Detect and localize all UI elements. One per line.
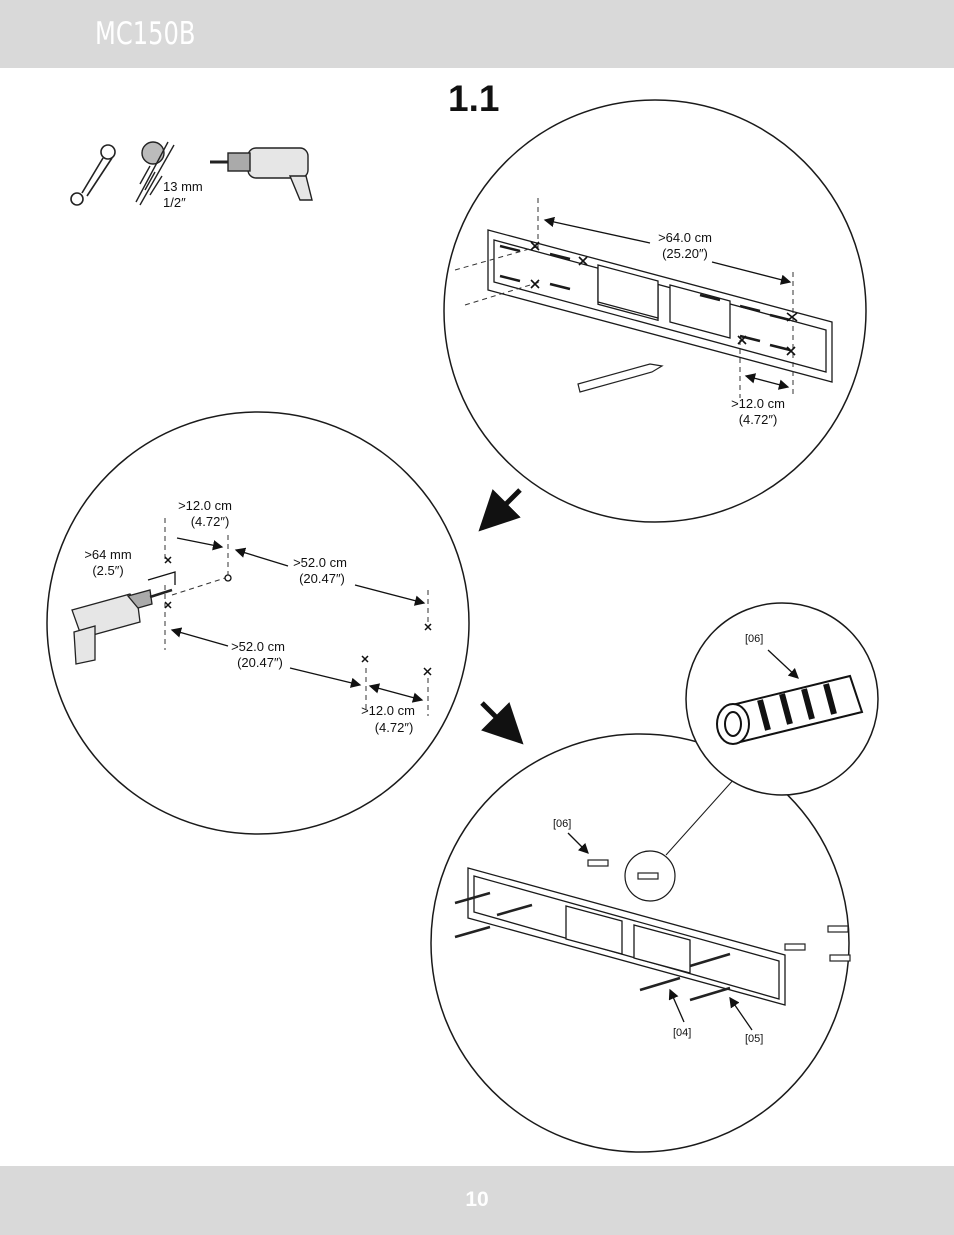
bit-size-mm: 13 mm bbox=[163, 179, 203, 194]
anchor-label-06: [06] bbox=[553, 818, 572, 830]
dim-arrow-top-left bbox=[543, 216, 651, 244]
left-lower-span-cm: >52.0 cm bbox=[231, 639, 285, 654]
depth-stop-bracket bbox=[147, 571, 176, 585]
step-number: 1.1 bbox=[448, 78, 500, 119]
wrench-icon bbox=[70, 144, 116, 206]
left-bottom-offset-cm: >12.0 cm bbox=[361, 703, 415, 718]
dim-arrow-left-offset bbox=[176, 537, 224, 551]
callout-line bbox=[665, 777, 736, 856]
screw-label-04: [04] bbox=[673, 1027, 692, 1039]
model-title: MC150B bbox=[95, 16, 196, 52]
washer-label-05: [05] bbox=[745, 1033, 764, 1045]
dim-arrow-bottom-offset bbox=[368, 683, 424, 703]
flow-arrow-1 bbox=[478, 488, 522, 532]
dim-arrow-upper-span-l bbox=[234, 547, 289, 567]
anchors-bottom bbox=[587, 859, 851, 962]
dashed-guides-top bbox=[454, 198, 794, 398]
left-top-offset-in: (4.72″) bbox=[190, 514, 230, 529]
detail-anchor-label-06: [06] bbox=[745, 633, 764, 645]
drill-marks-left bbox=[164, 556, 432, 676]
drill-marks-top bbox=[530, 241, 798, 356]
left-lower-span-in: (20.47″) bbox=[237, 655, 283, 670]
dim-arrow-lower-span-l bbox=[170, 627, 229, 647]
pencil-icon bbox=[577, 363, 664, 393]
label-arrow-05 bbox=[729, 996, 753, 1031]
header-bar: MC150B bbox=[0, 0, 954, 68]
wall-plate-bottom bbox=[467, 867, 786, 1006]
detail-arrow-06 bbox=[767, 649, 799, 679]
drill-icon-left bbox=[71, 588, 173, 665]
left-bottom-offset-in: (4.72″) bbox=[374, 720, 414, 735]
dim-arrow-top-right bbox=[711, 261, 792, 285]
wall-anchor-detail bbox=[716, 674, 864, 745]
left-circle bbox=[46, 411, 470, 835]
anchor-callout-circle bbox=[624, 850, 676, 902]
dim-arrow-offset bbox=[744, 373, 790, 390]
left-depth-mm: >64 mm bbox=[84, 547, 132, 562]
top-horizontal-dim-cm: >64.0 cm bbox=[658, 230, 712, 245]
label-arrow-04 bbox=[668, 988, 685, 1023]
screws-bottom bbox=[454, 891, 731, 1002]
left-upper-span-cm: >52.0 cm bbox=[293, 555, 347, 570]
left-top-offset-cm: >12.0 cm bbox=[178, 498, 232, 513]
flow-arrow-2 bbox=[480, 701, 524, 745]
top-circle bbox=[443, 99, 867, 523]
dim-arrow-upper-span-r bbox=[354, 584, 426, 606]
page-number: 10 bbox=[465, 1188, 489, 1211]
footer-bar: 10 bbox=[0, 1166, 954, 1235]
top-offset-dim-in: (4.72″) bbox=[738, 412, 778, 427]
label-arrow-06 bbox=[567, 832, 589, 854]
dim-arrow-lower-span-r bbox=[289, 667, 362, 688]
left-depth-in: (2.5″) bbox=[92, 563, 124, 578]
bottom-circle bbox=[430, 733, 850, 1153]
bit-size-in: 1/2″ bbox=[163, 195, 186, 210]
left-upper-span-in: (20.47″) bbox=[299, 571, 345, 586]
top-offset-dim-cm: >12.0 cm bbox=[731, 396, 785, 411]
masonry-bit-icon bbox=[135, 141, 175, 206]
top-horizontal-dim-in: (25.20″) bbox=[662, 246, 708, 261]
drill-icon bbox=[210, 147, 313, 201]
dashed-guides-left bbox=[164, 518, 429, 716]
